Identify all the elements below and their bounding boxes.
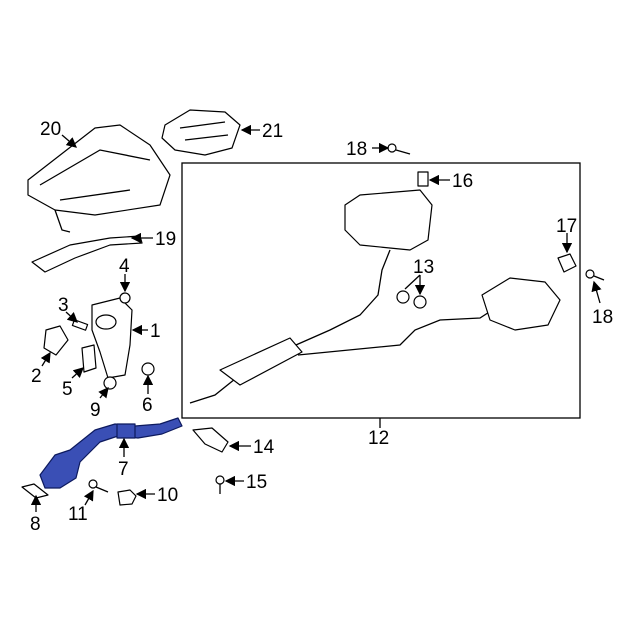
part-16-hanger[interactable] bbox=[417, 171, 429, 187]
callout-19: 19 bbox=[155, 229, 176, 250]
part-4-nut[interactable] bbox=[119, 292, 131, 304]
part-10-insulator[interactable] bbox=[117, 489, 137, 506]
part-14-bracket[interactable] bbox=[192, 427, 229, 453]
callout-4: 4 bbox=[119, 256, 130, 277]
callout-3: 3 bbox=[58, 295, 69, 316]
part-2-gasket[interactable] bbox=[43, 325, 69, 356]
callout-21: 21 bbox=[262, 121, 283, 142]
callout-7: 7 bbox=[118, 459, 129, 480]
part-13-isolators[interactable] bbox=[396, 290, 427, 309]
callout-18-top: 18 bbox=[346, 139, 367, 160]
part-18-bolt-right[interactable] bbox=[585, 269, 605, 281]
leader-lines bbox=[30, 124, 602, 512]
callout-1: 1 bbox=[150, 321, 161, 342]
callout-13: 13 bbox=[413, 257, 434, 278]
callout-5: 5 bbox=[62, 379, 73, 400]
callout-8: 8 bbox=[30, 514, 41, 535]
callout-15: 15 bbox=[246, 472, 267, 493]
exhaust-assembly-box bbox=[181, 162, 581, 419]
part-17-hanger[interactable] bbox=[557, 253, 577, 273]
callout-10: 10 bbox=[157, 485, 178, 506]
callout-16: 16 bbox=[452, 171, 473, 192]
part-21-heat-shield[interactable] bbox=[161, 109, 241, 156]
part-12-exhaust-assembly[interactable] bbox=[189, 189, 561, 404]
callout-20: 20 bbox=[40, 119, 61, 140]
part-11-bolt[interactable] bbox=[88, 479, 109, 493]
part-1-converter[interactable] bbox=[91, 297, 133, 379]
part-20-heat-shield[interactable] bbox=[27, 124, 171, 233]
callout-2: 2 bbox=[31, 366, 42, 387]
callout-18-right: 18 bbox=[592, 307, 613, 328]
callout-11: 11 bbox=[68, 504, 88, 525]
part-5-bracket[interactable] bbox=[81, 344, 97, 373]
callout-17: 17 bbox=[556, 216, 577, 237]
part-3-stud[interactable] bbox=[71, 319, 89, 331]
part-7-front-pipe-highlighted[interactable] bbox=[39, 417, 183, 489]
callout-12: 12 bbox=[368, 428, 389, 449]
callout-14: 14 bbox=[253, 437, 275, 458]
part-9-nut[interactable] bbox=[103, 376, 117, 390]
part-15-bolt[interactable] bbox=[215, 475, 225, 494]
part-18-bolt-top[interactable] bbox=[387, 143, 411, 155]
part-6-nut[interactable] bbox=[141, 362, 155, 376]
callout-6: 6 bbox=[142, 395, 153, 416]
part-19-heat-shield[interactable] bbox=[31, 235, 143, 273]
callout-9: 9 bbox=[90, 400, 101, 421]
part-8-gasket[interactable] bbox=[21, 483, 49, 499]
